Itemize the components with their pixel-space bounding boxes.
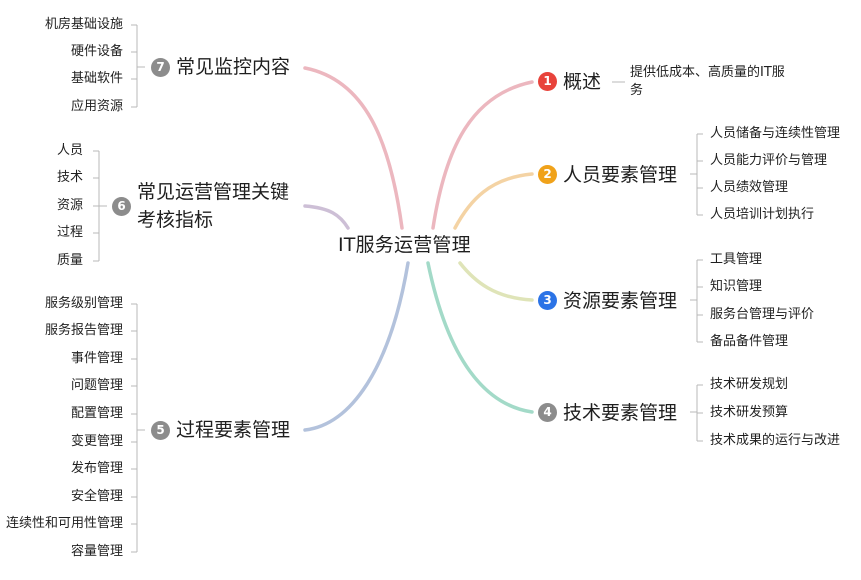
branch-7-leaf-2: 硬件设备	[70, 44, 123, 59]
branch-6-leaf-5: 质量	[56, 253, 83, 268]
badge-3: 3	[538, 291, 557, 310]
branch-7-label: 常见监控内容	[176, 56, 291, 78]
branch-6-label-line-2: 考核指标	[137, 209, 214, 231]
branch-2-leaf-3: 人员绩效管理	[710, 180, 789, 195]
branch-3-leaf-2: 知识管理	[710, 279, 763, 294]
branch-5-leaf-8: 安全管理	[70, 489, 123, 504]
badge-7: 7	[151, 58, 170, 77]
curve-branch-6	[303, 204, 350, 230]
branch-4-label: 技术要素管理	[563, 402, 678, 424]
curve-branch-2	[453, 172, 534, 230]
branch-7-leaf-1: 机房基础设施	[44, 17, 123, 32]
curve-branch-1	[431, 80, 534, 230]
branch-5-leaf-6: 变更管理	[70, 434, 123, 449]
branch-5-leaf-2: 服务报告管理	[44, 323, 123, 338]
badge-5: 5	[151, 421, 170, 440]
branch-5-leaf-1: 服务级别管理	[44, 296, 123, 311]
branch-4-leaf-1: 技术研发规划	[710, 377, 789, 392]
bracket-branch-2	[690, 133, 703, 216]
branch-5-leaf-5: 配置管理	[70, 406, 123, 421]
branch-6-leaf-2: 技术	[56, 170, 83, 185]
branch-1-label: 概述	[563, 71, 602, 93]
bracket-branch-7	[131, 24, 145, 108]
branch-5-leaf-9: 连续性和可用性管理	[5, 516, 123, 531]
bracket-branch-5	[131, 303, 145, 553]
branch-6-leaf-3: 资源	[56, 198, 83, 213]
branch-4-leaf-3: 技术成果的运行与改进	[710, 433, 841, 448]
bracket-branch-6	[93, 150, 107, 262]
branch-5-label: 过程要素管理	[176, 419, 291, 441]
branch-5-leaf-3: 事件管理	[70, 351, 123, 366]
badge-1: 1	[538, 72, 557, 91]
branch-7-leaf-3: 基础软件	[70, 71, 123, 86]
branch-1-leaf-1: 提供低成本、高质量的IT服	[630, 65, 785, 80]
branch-3-label: 资源要素管理	[563, 290, 678, 312]
branch-5-leaf-10: 容量管理	[70, 544, 123, 559]
curve-branch-5	[303, 261, 410, 432]
branch-6-label-line-1: 常见运营管理关键	[137, 181, 290, 203]
bracket-branch-4	[690, 384, 703, 442]
center-node: IT服务运营管理	[338, 234, 471, 256]
badge-6: 6	[112, 197, 131, 216]
branch-2-leaf-1: 人员储备与连续性管理	[710, 126, 841, 141]
branch-2-leaf-4: 人员培训计划执行	[710, 207, 815, 222]
branch-3-leaf-3: 服务台管理与评价	[710, 307, 815, 322]
branch-3-leaf-1: 工具管理	[710, 252, 763, 267]
branch-5-leaf-4: 问题管理	[70, 378, 123, 393]
badge-4: 4	[538, 403, 557, 422]
branch-3-leaf-4: 备品备件管理	[710, 334, 789, 349]
branch-2-leaf-2: 人员能力评价与管理	[710, 153, 828, 168]
branch-1-leaf-2: 务	[630, 83, 644, 98]
branch-5-leaf-7: 发布管理	[70, 461, 123, 476]
branch-2-label: 人员要素管理	[563, 164, 678, 186]
branch-6-leaf-4: 过程	[56, 225, 83, 240]
badge-2: 2	[538, 165, 557, 184]
curve-branch-3	[458, 261, 534, 302]
branch-7-leaf-4: 应用资源	[70, 99, 123, 114]
branch-6-leaf-1: 人员	[56, 143, 83, 158]
bracket-branch-3	[690, 259, 703, 343]
curve-branch-4	[426, 261, 534, 414]
branch-4-leaf-2: 技术研发预算	[710, 405, 789, 420]
curve-branch-7	[303, 66, 404, 230]
